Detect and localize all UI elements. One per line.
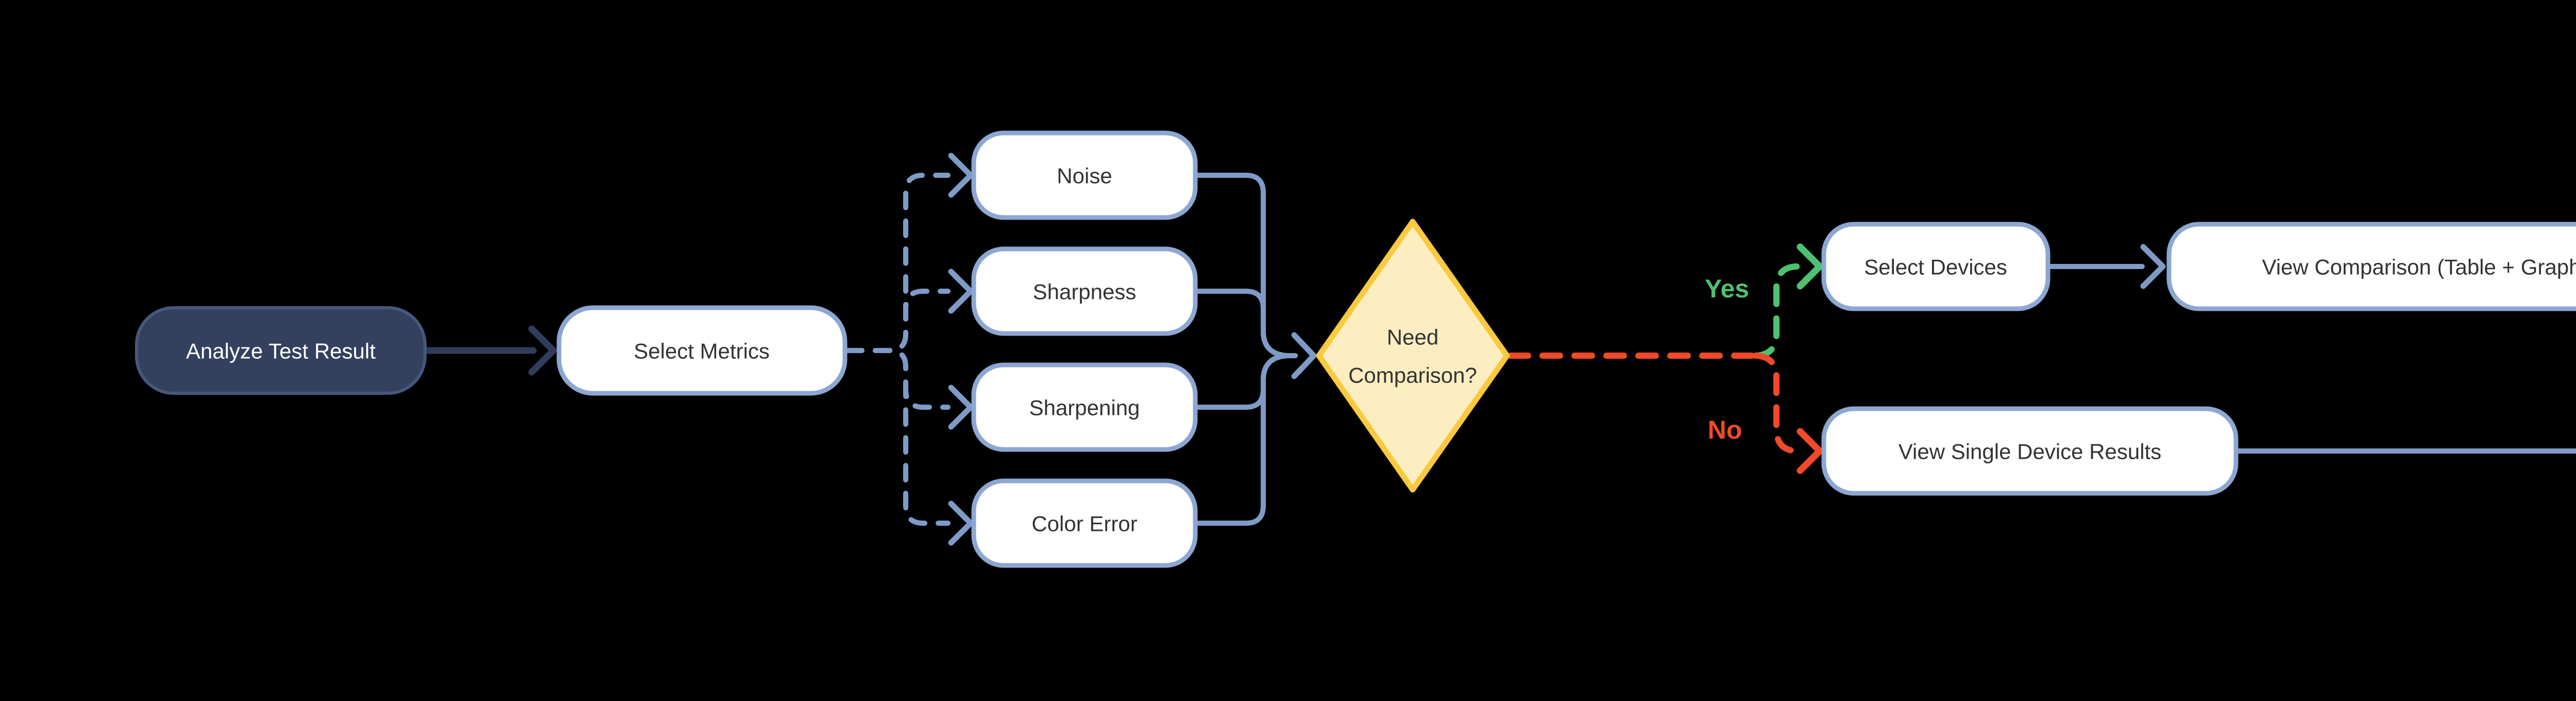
node-select-metrics: Select Metrics xyxy=(556,305,848,396)
node-need-comparison-label-line2: Comparison? xyxy=(1348,363,1477,388)
node-view-comparison-label: View Comparison (Table + Graph toggle) xyxy=(2262,255,2576,279)
edge-select-metrics-to-noise xyxy=(845,173,951,353)
node-view-single-device-label: View Single Device Results xyxy=(1899,440,2161,464)
arrowhead-noise xyxy=(948,153,974,198)
node-analyze-test-result: Analyze Test Result xyxy=(135,306,427,395)
node-noise-label: Noise xyxy=(1057,164,1112,188)
edge-label-yes: Yes xyxy=(1705,274,1749,303)
node-select-metrics-label: Select Metrics xyxy=(634,339,770,363)
edge-label-no: No xyxy=(1708,415,1742,444)
edge-noise-to-decision xyxy=(1193,173,1298,358)
arrowhead-sharpening xyxy=(948,385,974,430)
arrowhead-select-devices xyxy=(1797,243,1823,290)
node-select-devices-label: Select Devices xyxy=(1864,255,2007,279)
edge-color-error-to-decision xyxy=(1193,353,1298,526)
node-view-comparison: View Comparison (Table + Graph toggle) xyxy=(2166,222,2576,311)
edge-select-metrics-to-color-error xyxy=(845,348,951,526)
edge-select-metrics-to-sharpening xyxy=(845,348,951,410)
edge-sharpness-to-decision xyxy=(1193,289,1298,358)
node-sharpness-label: Sharpness xyxy=(1033,280,1137,304)
node-view-single-device: View Single Device Results xyxy=(1821,406,2239,496)
edge-sharpening-to-decision xyxy=(1193,353,1298,410)
arrowhead-view-comparison xyxy=(2140,244,2166,289)
arrowhead-view-single-device xyxy=(1797,428,1823,474)
edge-yes-to-select-devices xyxy=(1753,263,1804,359)
node-sharpening-label: Sharpening xyxy=(1029,396,1140,420)
edge-no-to-view-single-device xyxy=(1753,353,1804,454)
node-need-comparison: Need Comparison? xyxy=(1316,219,1510,493)
node-select-devices: Select Devices xyxy=(1821,222,2050,311)
node-need-comparison-label-line1: Need xyxy=(1387,325,1438,349)
node-color-error: Color Error xyxy=(971,478,1198,568)
arrowhead-sharpness xyxy=(948,269,974,314)
node-noise: Noise xyxy=(971,130,1198,220)
arrowhead-color-error xyxy=(948,500,974,546)
edge-select-metrics-to-sharpness xyxy=(845,289,951,353)
node-analyze-test-result-label: Analyze Test Result xyxy=(186,339,376,363)
arrowhead-select-metrics xyxy=(528,325,557,376)
node-sharpness: Sharpness xyxy=(971,246,1198,336)
node-sharpening: Sharpening xyxy=(971,362,1198,452)
arrowhead-decision xyxy=(1291,332,1317,379)
node-color-error-label: Color Error xyxy=(1031,512,1137,536)
edge-view-single-to-filter xyxy=(2233,448,2576,454)
